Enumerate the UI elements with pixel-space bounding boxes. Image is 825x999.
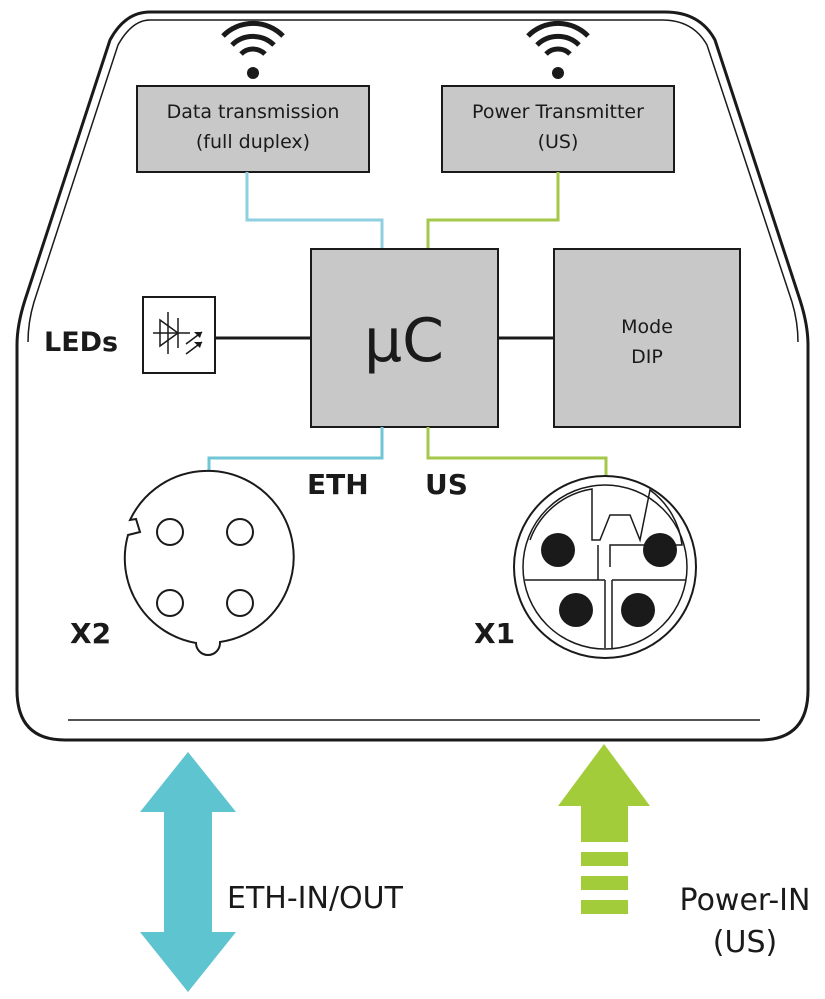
power-line [426, 172, 560, 249]
eth-label: ETH [307, 468, 369, 501]
power-transmitter-block [441, 85, 675, 173]
data-transmission-line2: (full duplex) [196, 131, 310, 153]
microcontroller-block [310, 248, 499, 428]
power-in-label-line1: Power-IN [680, 883, 811, 918]
m12-female-connector-icon [123, 469, 295, 656]
wifi-icon [526, 20, 590, 79]
inner-outline [150, 19, 799, 343]
data-transmission-block [136, 85, 370, 173]
m12-male-connector-icon [513, 475, 697, 659]
mode-dip-line1: Mode [621, 316, 673, 338]
inner-outline-left [27, 19, 151, 343]
power-in-arrow [558, 744, 650, 914]
data-line [245, 172, 384, 249]
mode-dip-block [553, 248, 741, 428]
power-transmitter-line2: (US) [538, 131, 579, 153]
led-diode-icon [142, 296, 216, 374]
us-line [426, 427, 608, 485]
power-transmitter-line1: Power Transmitter [472, 101, 644, 123]
leds-label: LEDs [44, 327, 118, 358]
power-in-label-line2: (US) [713, 925, 777, 960]
eth-arrow-label: ETH-IN/OUT [227, 881, 404, 916]
wifi-icon [221, 20, 285, 79]
data-transmission-line1: Data transmission [167, 101, 340, 123]
us-label: US [425, 468, 468, 501]
microcontroller-label: μC [364, 306, 444, 376]
x2-label: X2 [70, 617, 111, 650]
eth-bidirectional-arrow [140, 752, 236, 992]
x1-label: X1 [474, 617, 515, 650]
mode-dip-line2: DIP [631, 346, 663, 368]
